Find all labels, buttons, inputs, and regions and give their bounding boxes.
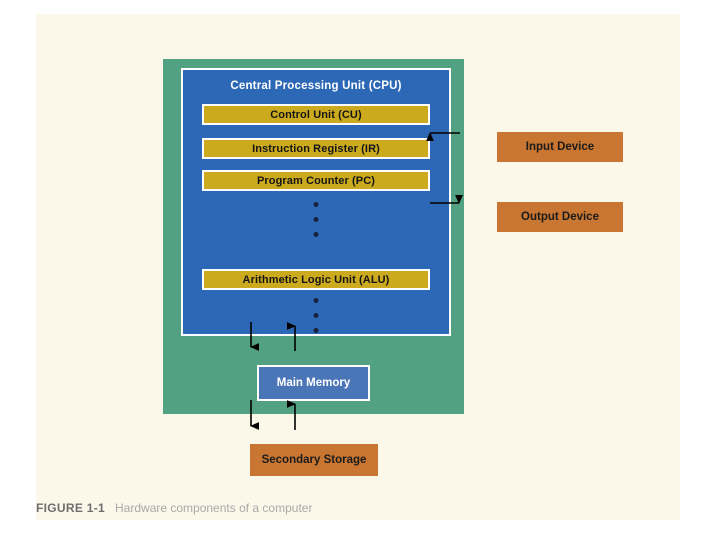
secondary-storage-box: Secondary Storage — [250, 444, 378, 476]
dot — [313, 232, 319, 237]
main-memory-box: Main Memory — [257, 365, 370, 401]
cpu-register-control-unit: Control Unit (CU) — [202, 104, 430, 125]
input-device-box: Input Device — [497, 132, 623, 162]
cpu-title: Central Processing Unit (CPU) — [230, 80, 402, 92]
output-device-box: Output Device — [497, 202, 623, 232]
figure-caption-text: Hardware components of a computer — [115, 501, 313, 515]
cpu-box: Central Processing Unit (CPU) Control Un… — [181, 68, 451, 336]
figure-caption: FIGURE 1-1 Hardware components of a compu… — [36, 501, 680, 515]
cpu-register-program-counter: Program Counter (PC) — [202, 170, 430, 191]
dot — [313, 298, 319, 303]
dot — [313, 217, 319, 222]
ellipsis-dots-lower — [313, 298, 319, 333]
figure-caption-label: FIGURE 1-1 — [36, 501, 106, 515]
cpu-register-instruction-register: Instruction Register (IR) — [202, 138, 430, 159]
dot — [313, 202, 319, 207]
cpu-register-arithmetic-logic-unit: Arithmetic Logic Unit (ALU) — [202, 269, 430, 290]
ellipsis-dots-upper — [313, 202, 319, 237]
figure-panel: Central Processing Unit (CPU) Control Un… — [36, 14, 680, 520]
dot — [313, 328, 319, 333]
dot — [313, 313, 319, 318]
